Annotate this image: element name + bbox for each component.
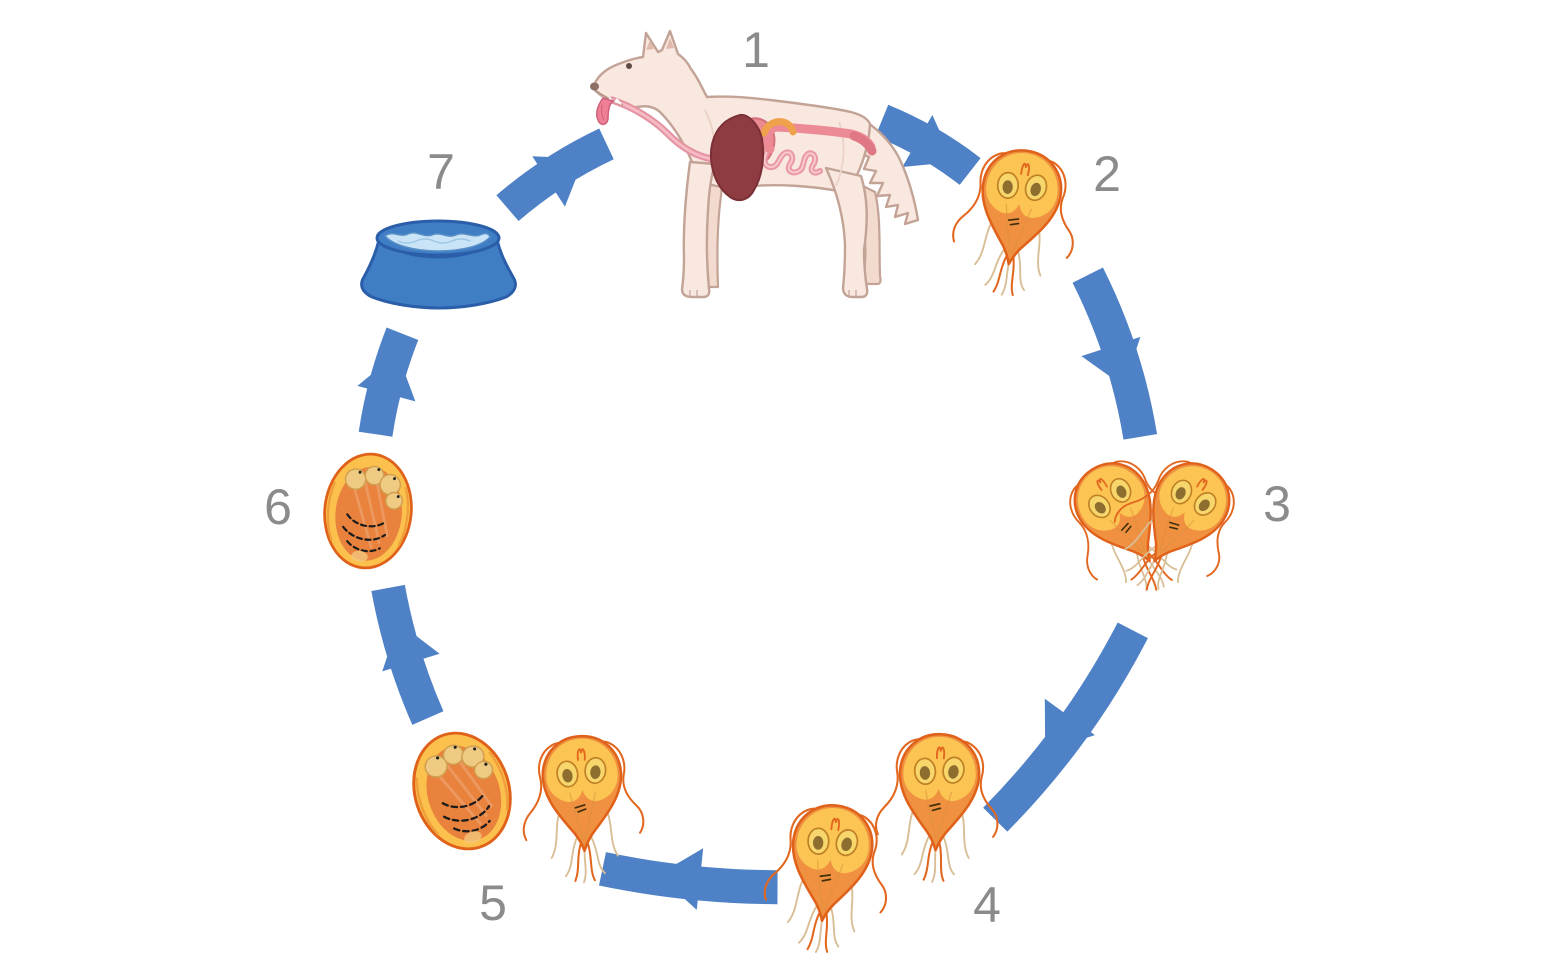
arrow-7-to-1 xyxy=(496,128,614,222)
dog-face xyxy=(590,63,632,126)
arrow-1-to-2 xyxy=(875,104,981,185)
stage-number-1: 1 xyxy=(742,22,770,78)
dog-ear-inner xyxy=(646,38,674,50)
cyst-stage-6 xyxy=(317,448,419,574)
dividing-trophozoites-stage-3 xyxy=(1043,438,1261,618)
stage-number-4: 4 xyxy=(973,877,1001,933)
trophozoites-stage-4 xyxy=(756,729,1004,962)
dog-digestive-tract xyxy=(608,96,877,202)
stage-number-3: 3 xyxy=(1263,476,1291,532)
water-bowl-illustration xyxy=(360,219,517,310)
water-ripples xyxy=(397,238,471,244)
dog-with-digestive-tract-illustration xyxy=(590,29,920,299)
dog-nose xyxy=(590,82,599,91)
arrow-2-to-3 xyxy=(1072,267,1158,440)
rectum xyxy=(849,131,877,156)
arrow-4-to-5 xyxy=(598,848,778,910)
arrow-3-to-4 xyxy=(983,622,1148,832)
stage-number-7: 7 xyxy=(427,144,455,200)
arrow-6-to-7 xyxy=(357,327,419,437)
dog-rear-leg xyxy=(824,166,869,299)
dog-eye xyxy=(626,63,632,69)
duodenum xyxy=(760,118,797,137)
stage-number-6: 6 xyxy=(264,479,292,535)
liver xyxy=(709,113,765,202)
arrow-5-to-6 xyxy=(371,584,444,725)
tongue xyxy=(596,97,615,126)
stage-number-5: 5 xyxy=(479,875,507,931)
stage-number-2: 2 xyxy=(1093,146,1121,202)
